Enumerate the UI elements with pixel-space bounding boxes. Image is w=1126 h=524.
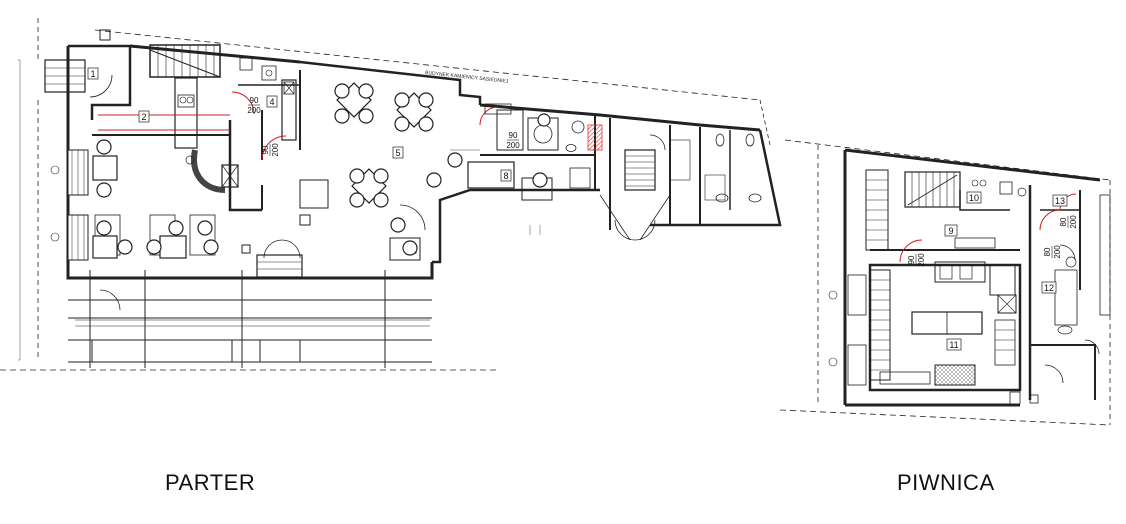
door-width: 80 [1059, 217, 1068, 226]
ground-floor-plan [0, 18, 782, 371]
table-set [349, 168, 389, 208]
room-number: 2 [141, 112, 146, 122]
ground-floor-caption: PARTER [165, 470, 256, 495]
door-width: 90 [250, 96, 259, 105]
door-width: 90 [261, 145, 270, 154]
room-number: 4 [269, 97, 274, 107]
room-number: 9 [948, 226, 953, 236]
ground-room-labels: 1 2 4 5 8 [87, 67, 512, 182]
door-height: 200 [1053, 245, 1062, 259]
door-height: 200 [271, 143, 280, 157]
room-number: 8 [503, 171, 508, 181]
room-number: 5 [395, 148, 400, 158]
door-height: 200 [506, 141, 520, 150]
table-set [390, 113, 551, 256]
table-set [146, 220, 219, 259]
basement-door-labels: 90 200 80 200 80 200 [907, 215, 1078, 267]
table-set [334, 82, 374, 124]
door-height: 200 [1069, 215, 1078, 229]
dining-tables [92, 82, 551, 259]
table-set [92, 139, 118, 198]
door-width: 90 [509, 131, 518, 140]
basement-room-labels: 9 10 11 12 13 [944, 191, 1068, 351]
room-number: 10 [969, 193, 979, 203]
room-number: 13 [1055, 196, 1065, 206]
ground-door-labels: 90 200 90 200 90 200 [247, 96, 520, 157]
room-number: 12 [1044, 283, 1054, 293]
room-number: 1 [90, 69, 95, 79]
door-width: 80 [1043, 247, 1052, 256]
table-set [394, 92, 434, 132]
door-height: 200 [917, 253, 926, 267]
basement-plan [779, 139, 1111, 426]
basement-caption: PIWNICA [897, 470, 995, 495]
door-width: 90 [907, 255, 916, 264]
door-height: 200 [247, 106, 261, 115]
table-set [92, 220, 133, 259]
room-number: 11 [949, 340, 958, 350]
